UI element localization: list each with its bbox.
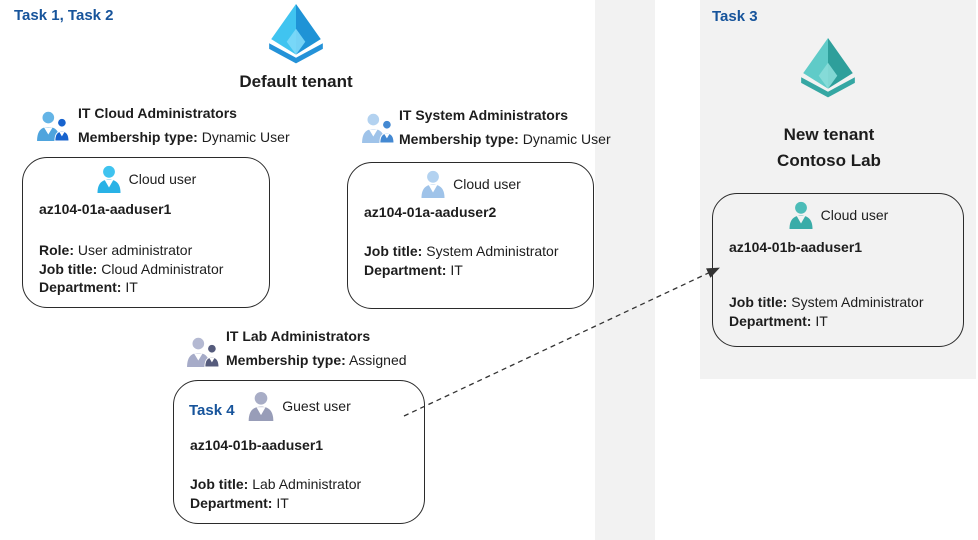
group-it-lab-administrators: IT Lab Administrators Membership type: A…	[226, 327, 407, 369]
user-name: az104-01a-aaduser1	[39, 201, 172, 217]
user-card-aaduser1: Cloud user az104-01a-aaduser1 Role: User…	[22, 157, 270, 308]
new-tenant-line2: Contoso Lab	[777, 151, 881, 170]
field-row: Department: IT	[729, 312, 828, 329]
group-icon	[186, 337, 220, 367]
group-membership: Membership type: Assigned	[226, 352, 407, 368]
guest-user-icon	[248, 391, 274, 421]
task-3-label: Task 3	[712, 8, 758, 25]
group-name: IT Cloud Administrators	[78, 105, 237, 121]
group-name: IT System Administrators	[399, 107, 569, 123]
user-type-label: Cloud user	[820, 207, 889, 223]
group-it-system-administrators: IT System Administrators Membership type…	[399, 106, 611, 148]
card-header: Cloud user	[348, 170, 593, 198]
card-header: Cloud user	[713, 201, 963, 229]
field-row: Job title: System Administrator	[729, 294, 924, 310]
new-tenant-line1: New tenant	[783, 125, 875, 144]
user-fields: Job title: System Administrator Departme…	[729, 293, 924, 330]
field-row: Job title: Lab Administrator	[190, 476, 362, 492]
guest-user-card-aaduser1: Task 4 Guest user az104-01b-aaduser1 Job…	[173, 380, 425, 524]
gray-divider-band	[595, 0, 655, 540]
user-name: az104-01a-aaduser2	[364, 204, 497, 220]
cloud-user-icon	[97, 165, 121, 193]
task-4-label: Task 4	[189, 402, 235, 419]
user-card-new-tenant-aaduser1: Cloud user az104-01b-aaduser1 Job title:…	[712, 193, 964, 347]
user-type-label: Cloud user	[128, 171, 197, 187]
user-fields: Job title: System Administrator Departme…	[364, 242, 559, 279]
card-header: Guest user	[174, 391, 424, 421]
field-row: Department: IT	[190, 494, 289, 511]
cloud-user-icon	[421, 170, 445, 198]
user-card-aaduser2: Cloud user az104-01a-aaduser2 Job title:…	[347, 162, 594, 309]
card-header: Cloud user	[23, 165, 269, 193]
user-name: az104-01b-aaduser1	[190, 437, 324, 453]
user-type-label: Cloud user	[453, 176, 521, 192]
group-it-cloud-administrators: IT Cloud Administrators Membership type:…	[78, 104, 290, 146]
azure-ad-new-tenant-icon	[792, 37, 864, 101]
task-1-2-label: Task 1, Task 2	[14, 7, 114, 24]
field-row: Department: IT	[364, 261, 463, 278]
group-icon	[361, 113, 395, 143]
azure-ad-tenant-icon	[260, 3, 332, 67]
group-name: IT Lab Administrators	[226, 328, 371, 344]
group-membership: Membership type: Dynamic User	[399, 131, 611, 147]
field-row: Job title: Cloud Administrator	[39, 260, 224, 277]
group-icon	[36, 111, 70, 141]
new-tenant-title: New tenant Contoso Lab	[700, 122, 958, 174]
group-membership: Membership type: Dynamic User	[78, 129, 290, 145]
user-fields: Role: User administrator Job title: Clou…	[39, 241, 223, 297]
field-row: Job title: System Administrator	[364, 243, 559, 259]
default-tenant-title: Default tenant	[239, 72, 353, 91]
cloud-user-icon	[789, 201, 813, 229]
field-row: Role: User administrator	[39, 242, 193, 258]
user-type-label: Guest user	[282, 398, 351, 414]
user-name: az104-01b-aaduser1	[729, 239, 863, 255]
user-fields: Job title: Lab Administrator Department:…	[190, 475, 361, 512]
field-row: Department: IT	[39, 279, 138, 295]
